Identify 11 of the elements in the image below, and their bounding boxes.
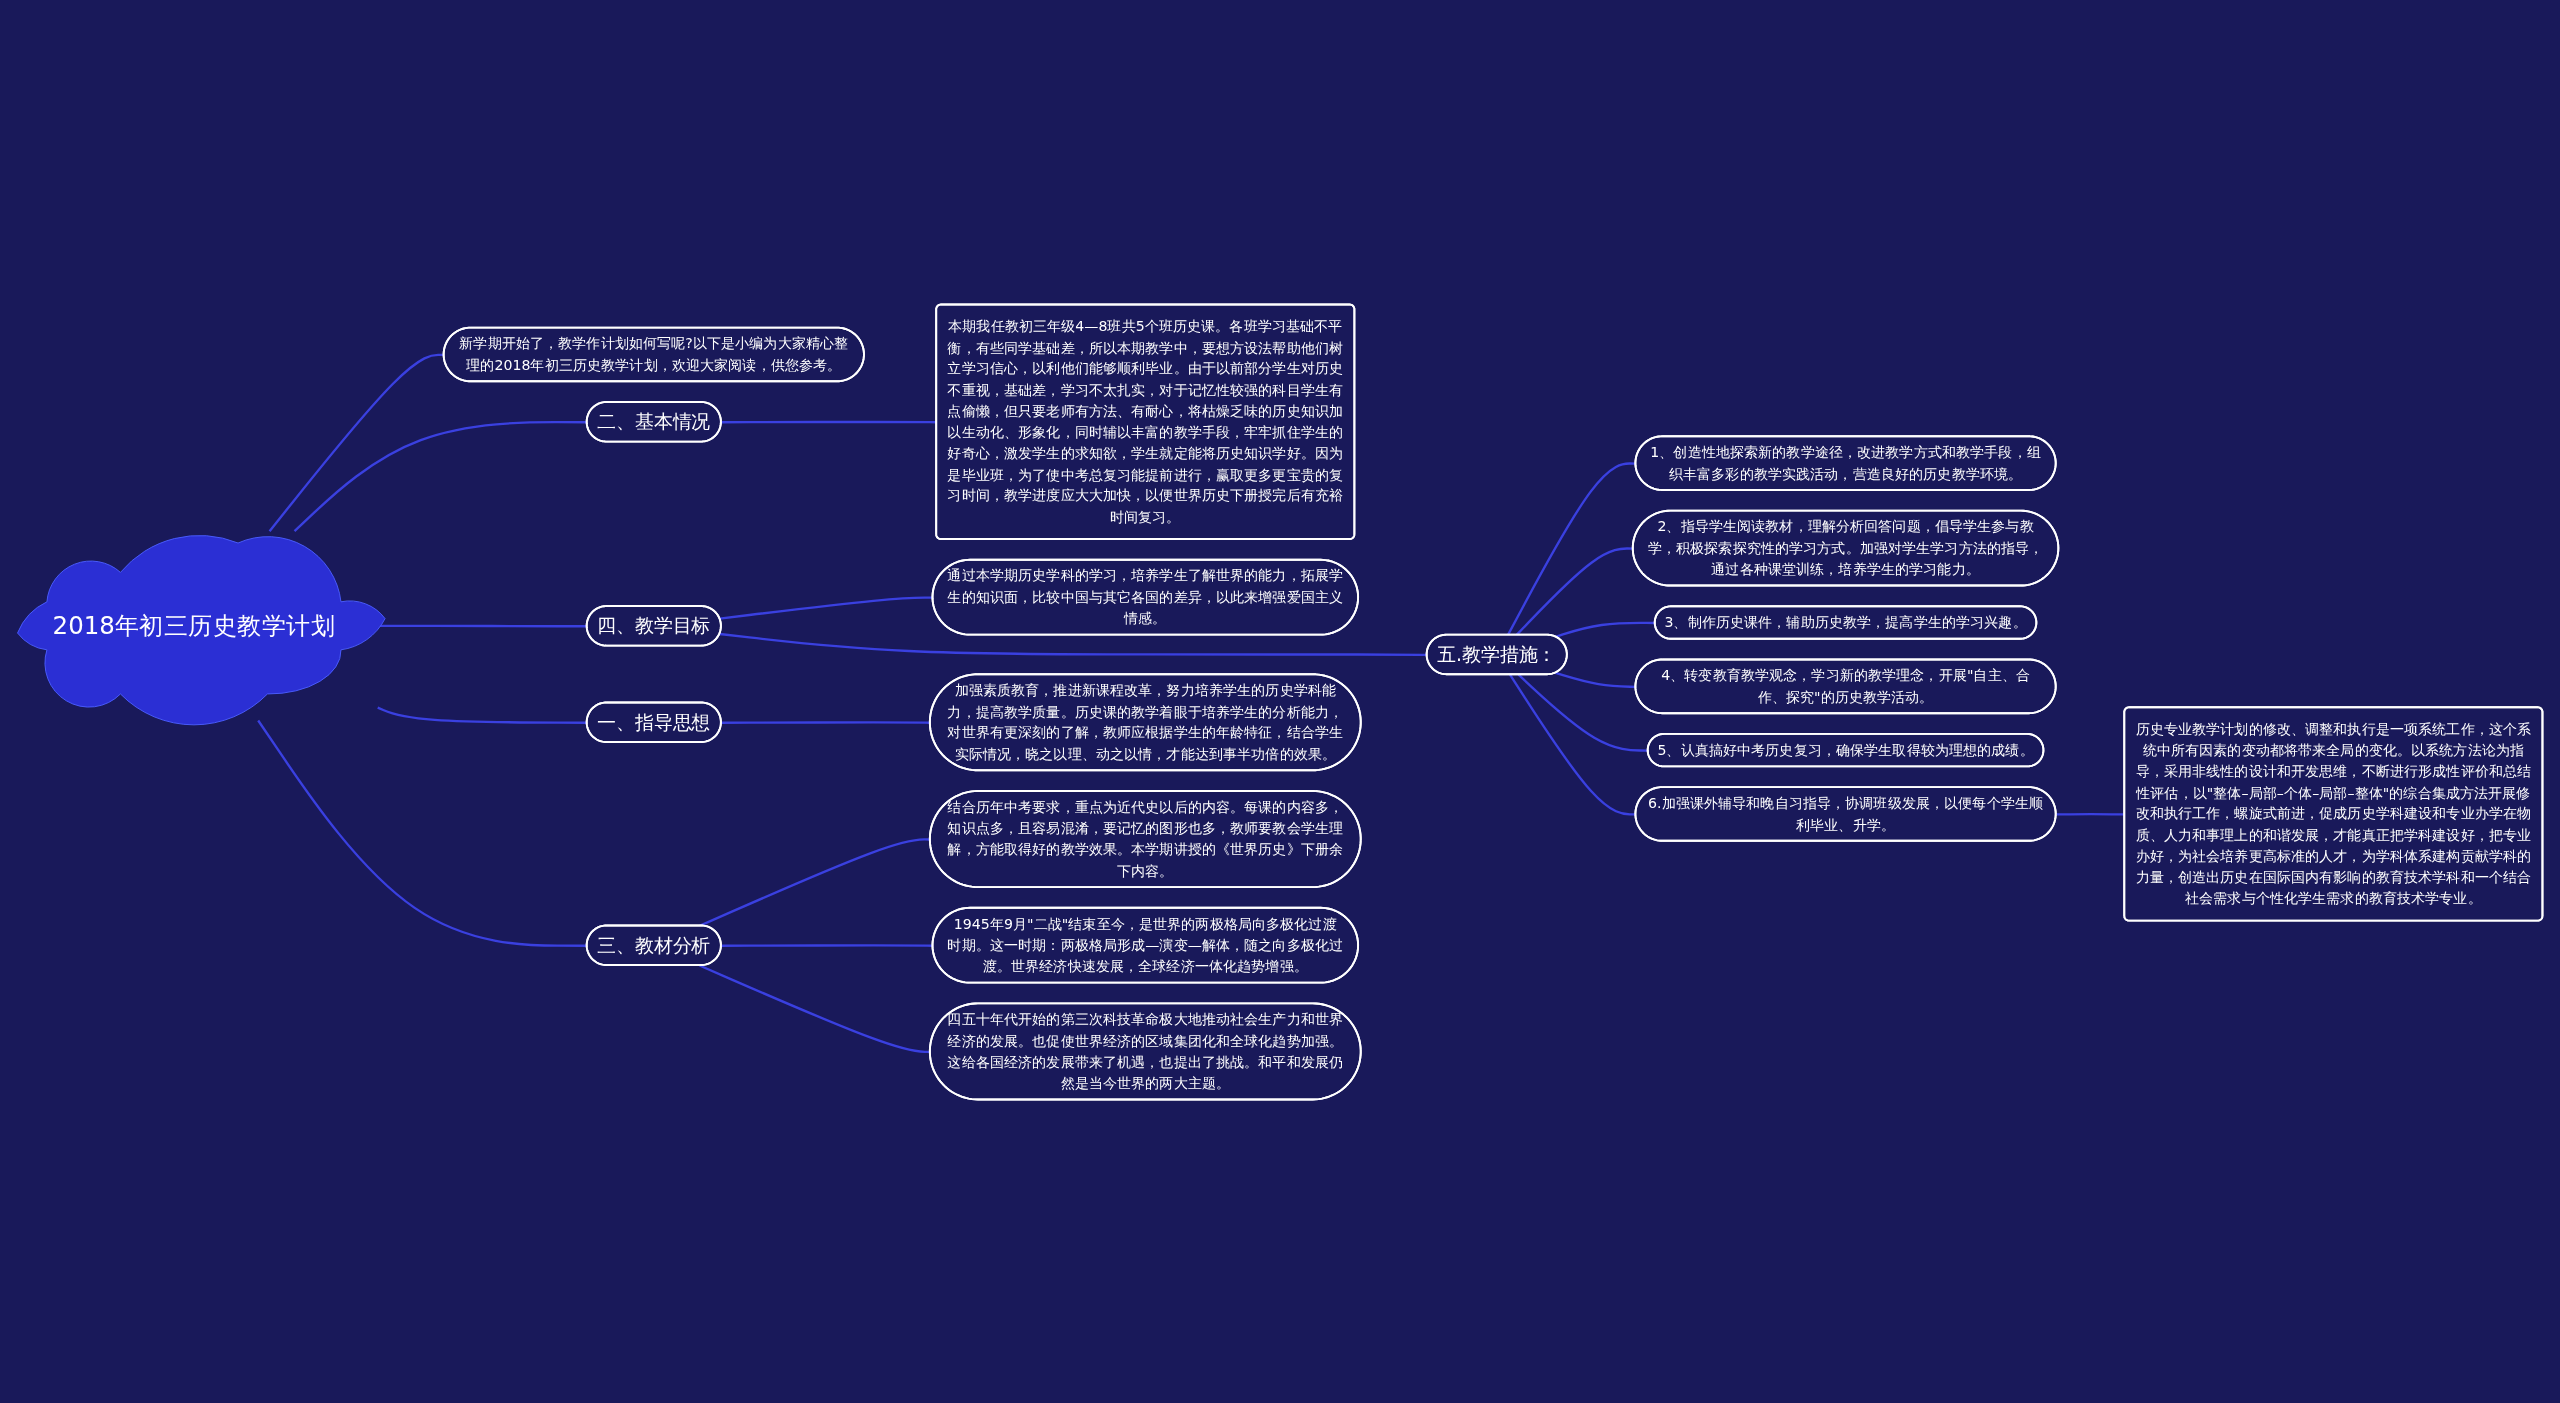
connector [1555, 621, 1656, 638]
connector [719, 595, 933, 620]
connector [2056, 812, 2125, 816]
connector [1555, 671, 1636, 688]
connector [1509, 673, 1636, 816]
connector [1506, 461, 1636, 636]
connector [721, 420, 937, 423]
connector [721, 720, 931, 724]
connector [721, 943, 933, 947]
connector [699, 963, 931, 1053]
connector [268, 353, 445, 532]
